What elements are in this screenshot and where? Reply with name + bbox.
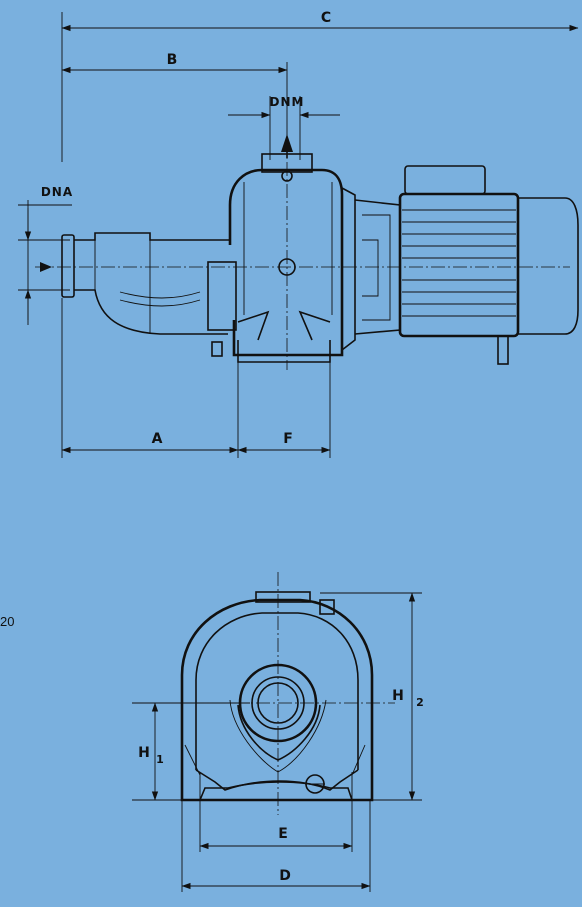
suction-flange xyxy=(238,663,318,743)
motor xyxy=(398,165,579,365)
dimension-h1-subscript: 1 xyxy=(156,753,164,766)
suction-pipe xyxy=(40,232,230,335)
fill-plug xyxy=(281,170,293,182)
dimension-h2-label: H xyxy=(392,688,404,704)
terminal-box xyxy=(404,165,486,195)
lantern-bracket xyxy=(341,187,401,351)
fill-plug-top xyxy=(319,599,335,615)
pump-body xyxy=(207,134,344,363)
outlet-flow-arrow xyxy=(281,134,293,152)
pump-casing-front xyxy=(180,591,374,802)
front-view: H 2 H 1 E D xyxy=(132,572,424,892)
plug-bolt xyxy=(278,258,296,276)
dimension-e-label: E xyxy=(278,826,288,842)
dimension-d-label: D xyxy=(279,868,291,884)
side-view: C B DNM DNA A F xyxy=(18,10,579,458)
dimension-dna-label: DNA xyxy=(41,185,73,199)
dimension-a-label: A xyxy=(152,431,163,447)
suction-port xyxy=(251,676,305,730)
dimension-h1-label: H xyxy=(138,745,150,761)
dimension-dnm-label: DNM xyxy=(270,95,305,109)
inlet-flow-arrow xyxy=(40,262,52,272)
dimension-c-label: C xyxy=(321,10,331,26)
outlet-port-top xyxy=(255,591,311,603)
dimension-b-label: B xyxy=(167,52,178,68)
margin-note: 20 xyxy=(0,614,15,629)
dimension-h2-subscript: 2 xyxy=(416,696,424,709)
dimension-f-label: F xyxy=(283,431,293,447)
drain-plug xyxy=(211,341,223,357)
